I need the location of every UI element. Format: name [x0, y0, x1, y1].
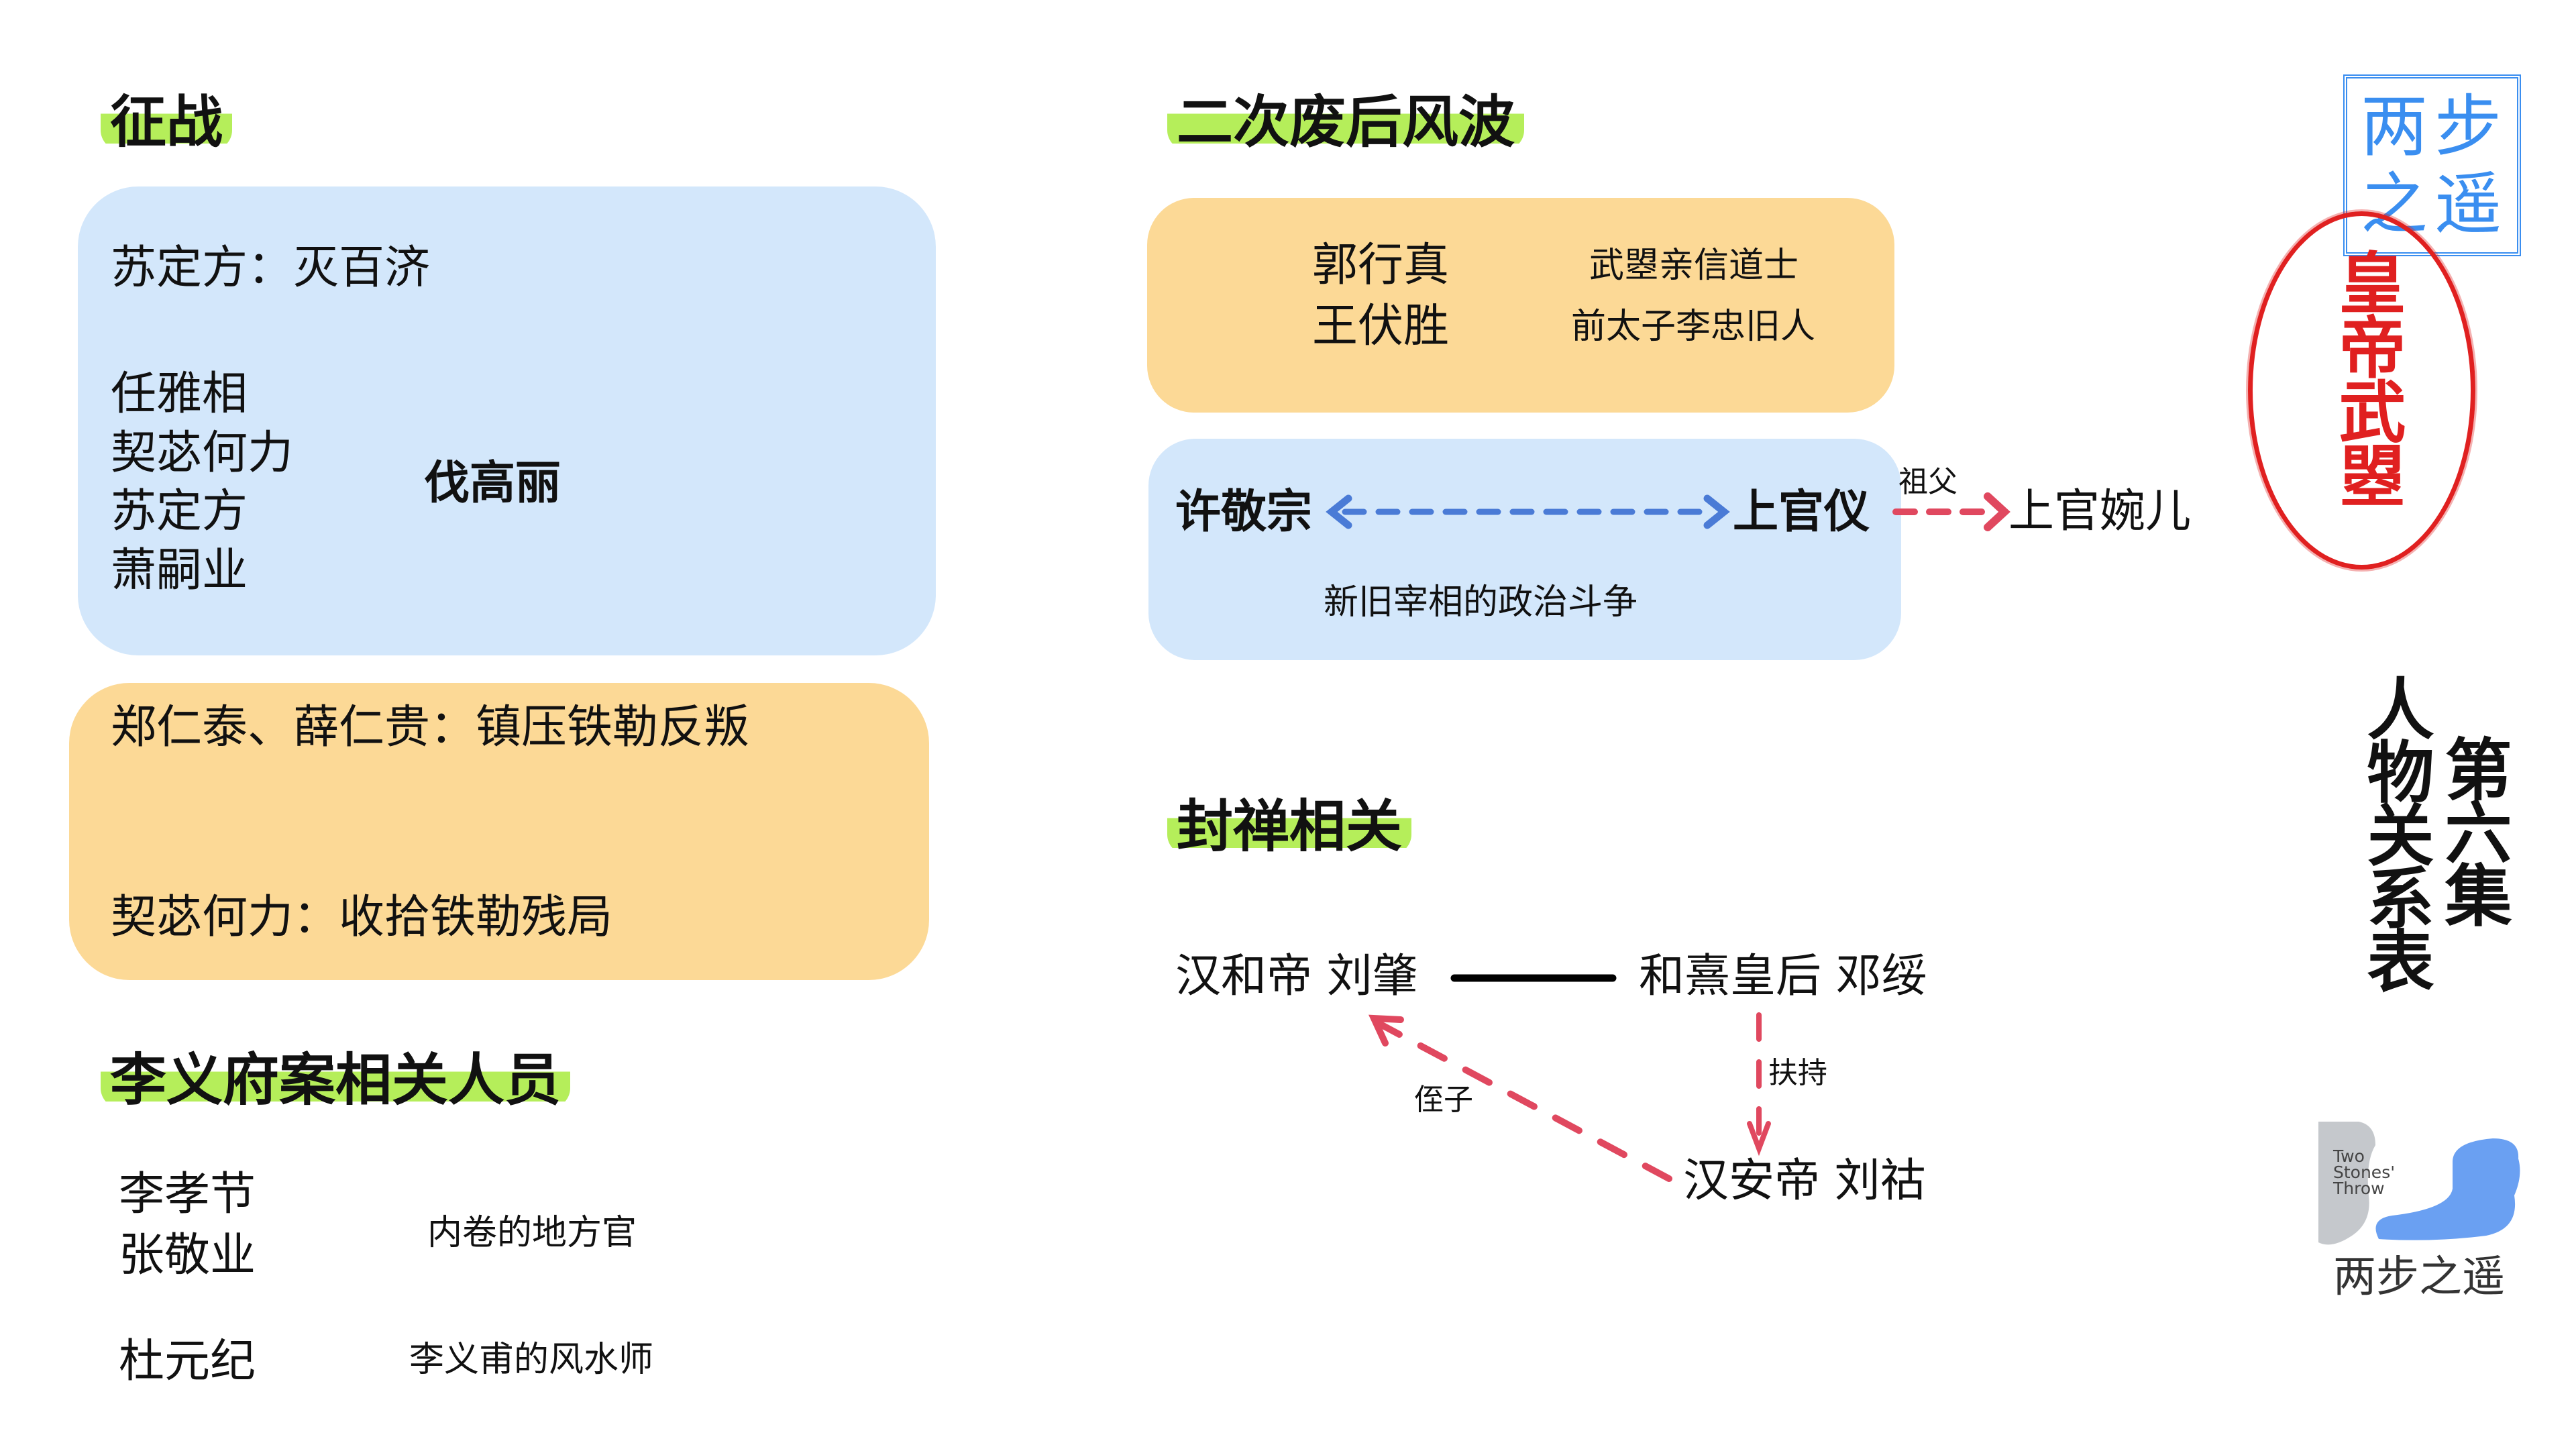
campaign-tiele: 郑仁泰、薛仁贵：镇压铁勒反叛 [111, 701, 750, 754]
red-seal [2248, 211, 2475, 570]
campaign-name: 契苾何力 [111, 427, 294, 480]
logo-shape-icon [2318, 1122, 2520, 1245]
person-name: 王伏胜 [1312, 300, 1450, 353]
empress-deng: 和熹皇后 邓绥 [1639, 950, 1927, 1003]
campaign-baekje: 苏定方：灭百济 [111, 241, 431, 294]
campaign-goguryeo: 伐高丽 [424, 456, 561, 510]
case-name: 杜元纪 [119, 1335, 256, 1388]
support-label: 扶持 [1768, 1056, 1827, 1090]
support-arrow [1747, 1012, 1771, 1157]
title-main: 人物关系表 [2355, 674, 2434, 989]
grandfather-arrow [1892, 492, 2010, 531]
campaign-name: 任雅相 [111, 368, 248, 421]
nephew-label: 侄子 [1414, 1083, 1473, 1117]
heading-fengshan: 封禅相关 [1167, 798, 1412, 855]
campaign-tiele-aftermath: 契苾何力：收拾铁勒残局 [111, 891, 613, 944]
emperor-an: 汉安帝 刘祜 [1683, 1155, 1926, 1208]
logo-chinese: 两步之遥 [2333, 1252, 2505, 1302]
emperor-he: 汉和帝 刘肇 [1175, 950, 1418, 1003]
campaign-box-blue [78, 186, 936, 655]
campaign-name: 苏定方 [111, 485, 248, 538]
logo-english: Two Stones' Throw [2333, 1146, 2396, 1198]
red-seal-text: 皇帝武曌 [2327, 248, 2406, 506]
shangguan-waner: 上官婉儿 [2008, 485, 2192, 538]
deposition-caption: 新旧宰相的政治斗争 [1324, 582, 1638, 623]
logo: Two Stones' Throw 两步之遥 [2318, 1122, 2553, 1316]
heading-campaigns: 征战 [101, 94, 233, 150]
case-name: 张敬业 [119, 1229, 256, 1282]
case-name: 李孝节 [119, 1168, 256, 1221]
title-episode: 第六集 [2433, 735, 2512, 924]
deposition-box-orange [1147, 198, 1894, 413]
campaign-box-orange [69, 683, 929, 980]
shangguan-yi: 上官仪 [1733, 485, 1870, 539]
grandfather-label: 祖父 [1898, 465, 1957, 499]
xu-jingzong: 许敬宗 [1175, 485, 1313, 539]
rivalry-arrow [1326, 494, 1730, 529]
case-desc: 李义甫的风水师 [409, 1340, 654, 1380]
heading-li-yifu-case: 李义府案相关人员 [101, 1052, 571, 1108]
person-desc: 前太子李忠旧人 [1571, 307, 1816, 347]
person-name: 郭行真 [1312, 239, 1450, 292]
person-desc: 武曌亲信道士 [1589, 246, 1799, 286]
deposition-box-blue [1148, 439, 1901, 660]
nephew-arrow [1368, 1014, 1672, 1182]
case-desc: 内卷的地方官 [427, 1213, 637, 1253]
campaign-name: 萧嗣业 [111, 544, 248, 597]
heading-deposition: 二次废后风波 [1167, 94, 1525, 150]
